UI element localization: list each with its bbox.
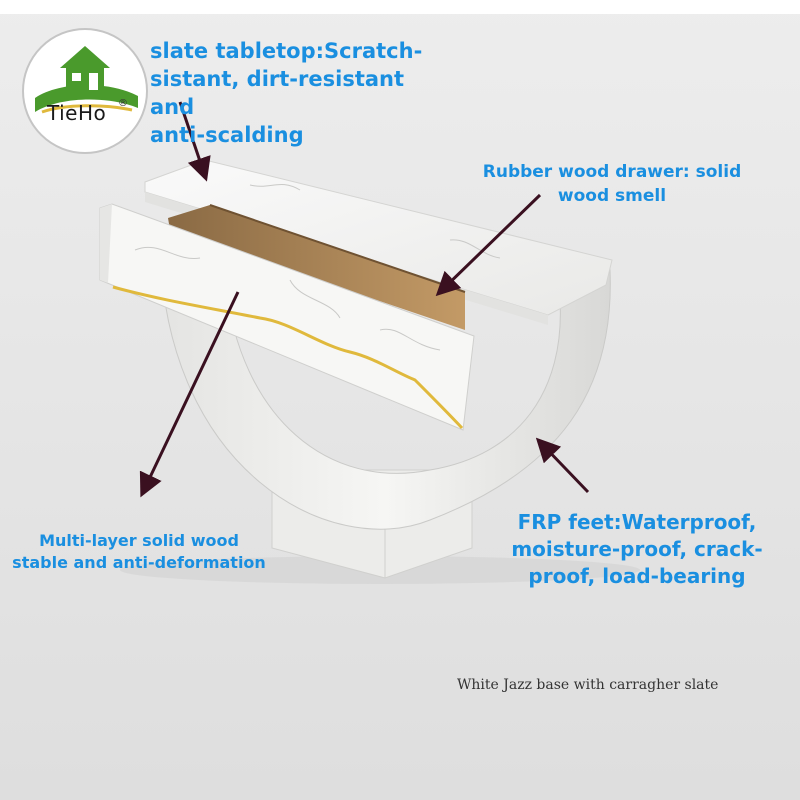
callout-slate-tabletop: slate tabletop:Scratch- sistant, dirt-re… [150, 39, 423, 147]
arc-base [159, 244, 611, 530]
logo-path-icon [41, 104, 133, 114]
arrow-slate [178, 101, 211, 182]
gold-vein [112, 285, 464, 430]
callout-rubber-drawer: Rubber wood drawer: solid wood smell [482, 162, 742, 206]
logo-hill-icon [35, 84, 138, 112]
house-on-hill-icon [60, 46, 110, 90]
arrow-drawer [435, 193, 542, 297]
registered-mark: ® [118, 98, 128, 109]
logo-text: TieHo [47, 101, 107, 125]
product-caption: White Jazz base with carragher slate [457, 677, 719, 693]
drawer-wood [168, 205, 465, 330]
drawer-wood-edge [209, 204, 466, 293]
drawer-side [100, 204, 112, 283]
top-band [0, 0, 800, 14]
callout-frp-feet: FRP feet:Waterproof, moisture-proof, cra… [511, 510, 763, 588]
marble-veins [134, 183, 501, 351]
callout-multi-layer: Multi-layer solid wood stable and anti-d… [12, 531, 266, 572]
brand-logo [22, 28, 148, 154]
arrow-frp [535, 437, 590, 494]
arrow-multi-layer [139, 291, 240, 498]
